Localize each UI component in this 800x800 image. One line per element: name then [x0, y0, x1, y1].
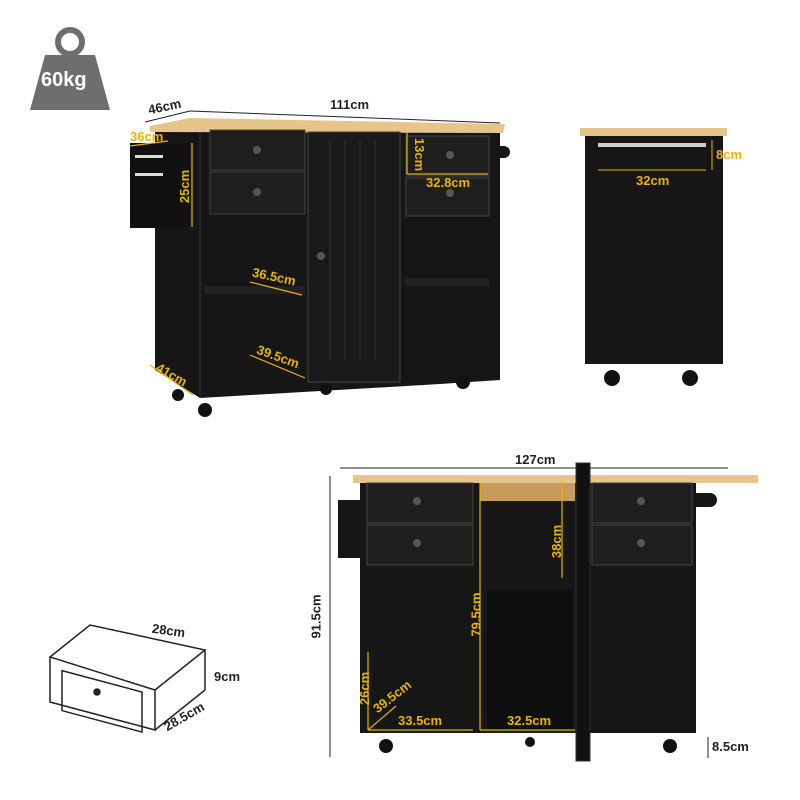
- cabinet-front-view: [329, 462, 758, 762]
- weight-icon: [30, 27, 110, 110]
- wheel-height-label: 8.5cm: [712, 739, 749, 754]
- drawer-width-label: 32.8cm: [426, 175, 471, 190]
- shelf-height-label: 26cm: [357, 671, 373, 706]
- left-width-label: 33.5cm: [398, 713, 443, 728]
- drawer-height-label: 13cm: [412, 137, 428, 172]
- weight-label: 60kg: [41, 69, 87, 91]
- cabinet-side-view: [580, 128, 727, 386]
- inner-height-label: 79.5cm: [468, 592, 484, 637]
- bar-width-label: 32cm: [636, 173, 670, 188]
- drawer-sketch: [48, 624, 207, 733]
- bar-height-label: 8cm: [716, 147, 743, 162]
- drawer-height-label: 9cm: [214, 669, 241, 684]
- total-height-label: 91.5cm: [308, 594, 324, 639]
- total-width-label: 127cm: [515, 452, 556, 467]
- rack-height-label: 25cm: [177, 169, 193, 204]
- center-width-label: 32.5cm: [507, 713, 552, 728]
- upper-compartment-label: 38cm: [549, 524, 565, 559]
- rack-width-label: 36cm: [130, 129, 164, 144]
- cabinet-perspective: [129, 110, 510, 417]
- width-top-label: 111cm: [330, 97, 370, 112]
